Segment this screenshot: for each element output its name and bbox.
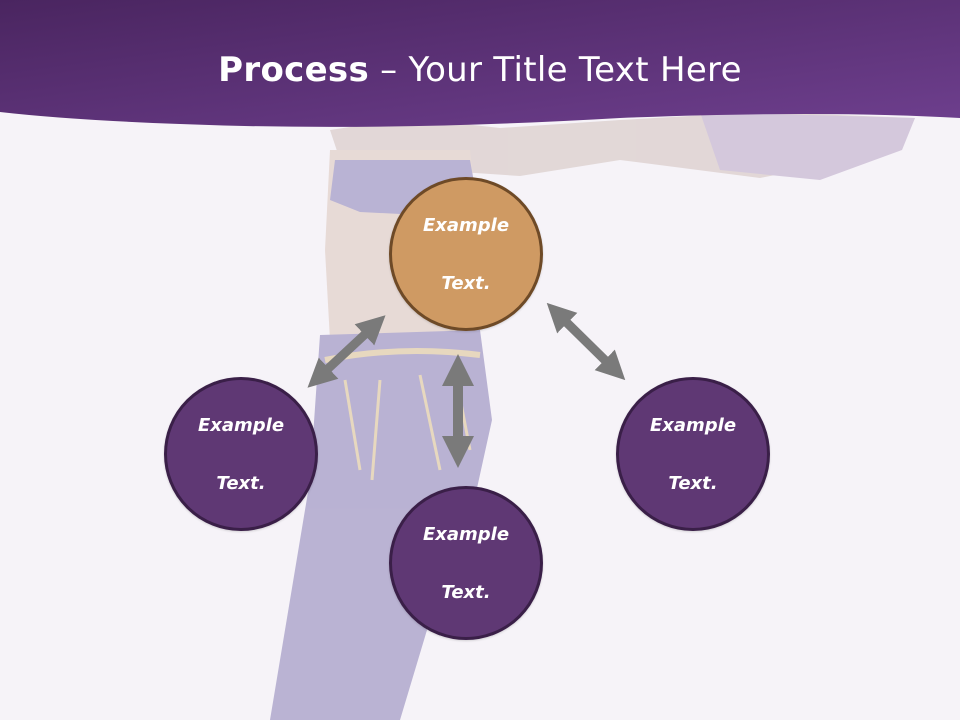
node-bottom-line2: Text. <box>441 581 491 603</box>
node-right-line2: Text. <box>668 472 718 494</box>
title-bold-part: Process <box>218 50 370 90</box>
node-bottom-line1: Example <box>422 523 510 545</box>
slide-title: Process – Your Title Text Here <box>0 50 960 90</box>
node-center-line1: Example <box>422 214 510 236</box>
node-center-line2: Text. <box>441 272 491 294</box>
arrow-center-left <box>307 315 386 388</box>
title-rest-part: – Your Title Text Here <box>369 50 742 90</box>
node-left-line2: Text. <box>216 472 266 494</box>
node-right-line1: Example <box>649 414 737 436</box>
arrow-center-right <box>546 302 626 381</box>
header-band <box>0 0 960 127</box>
node-left-line1: Example <box>197 414 285 436</box>
